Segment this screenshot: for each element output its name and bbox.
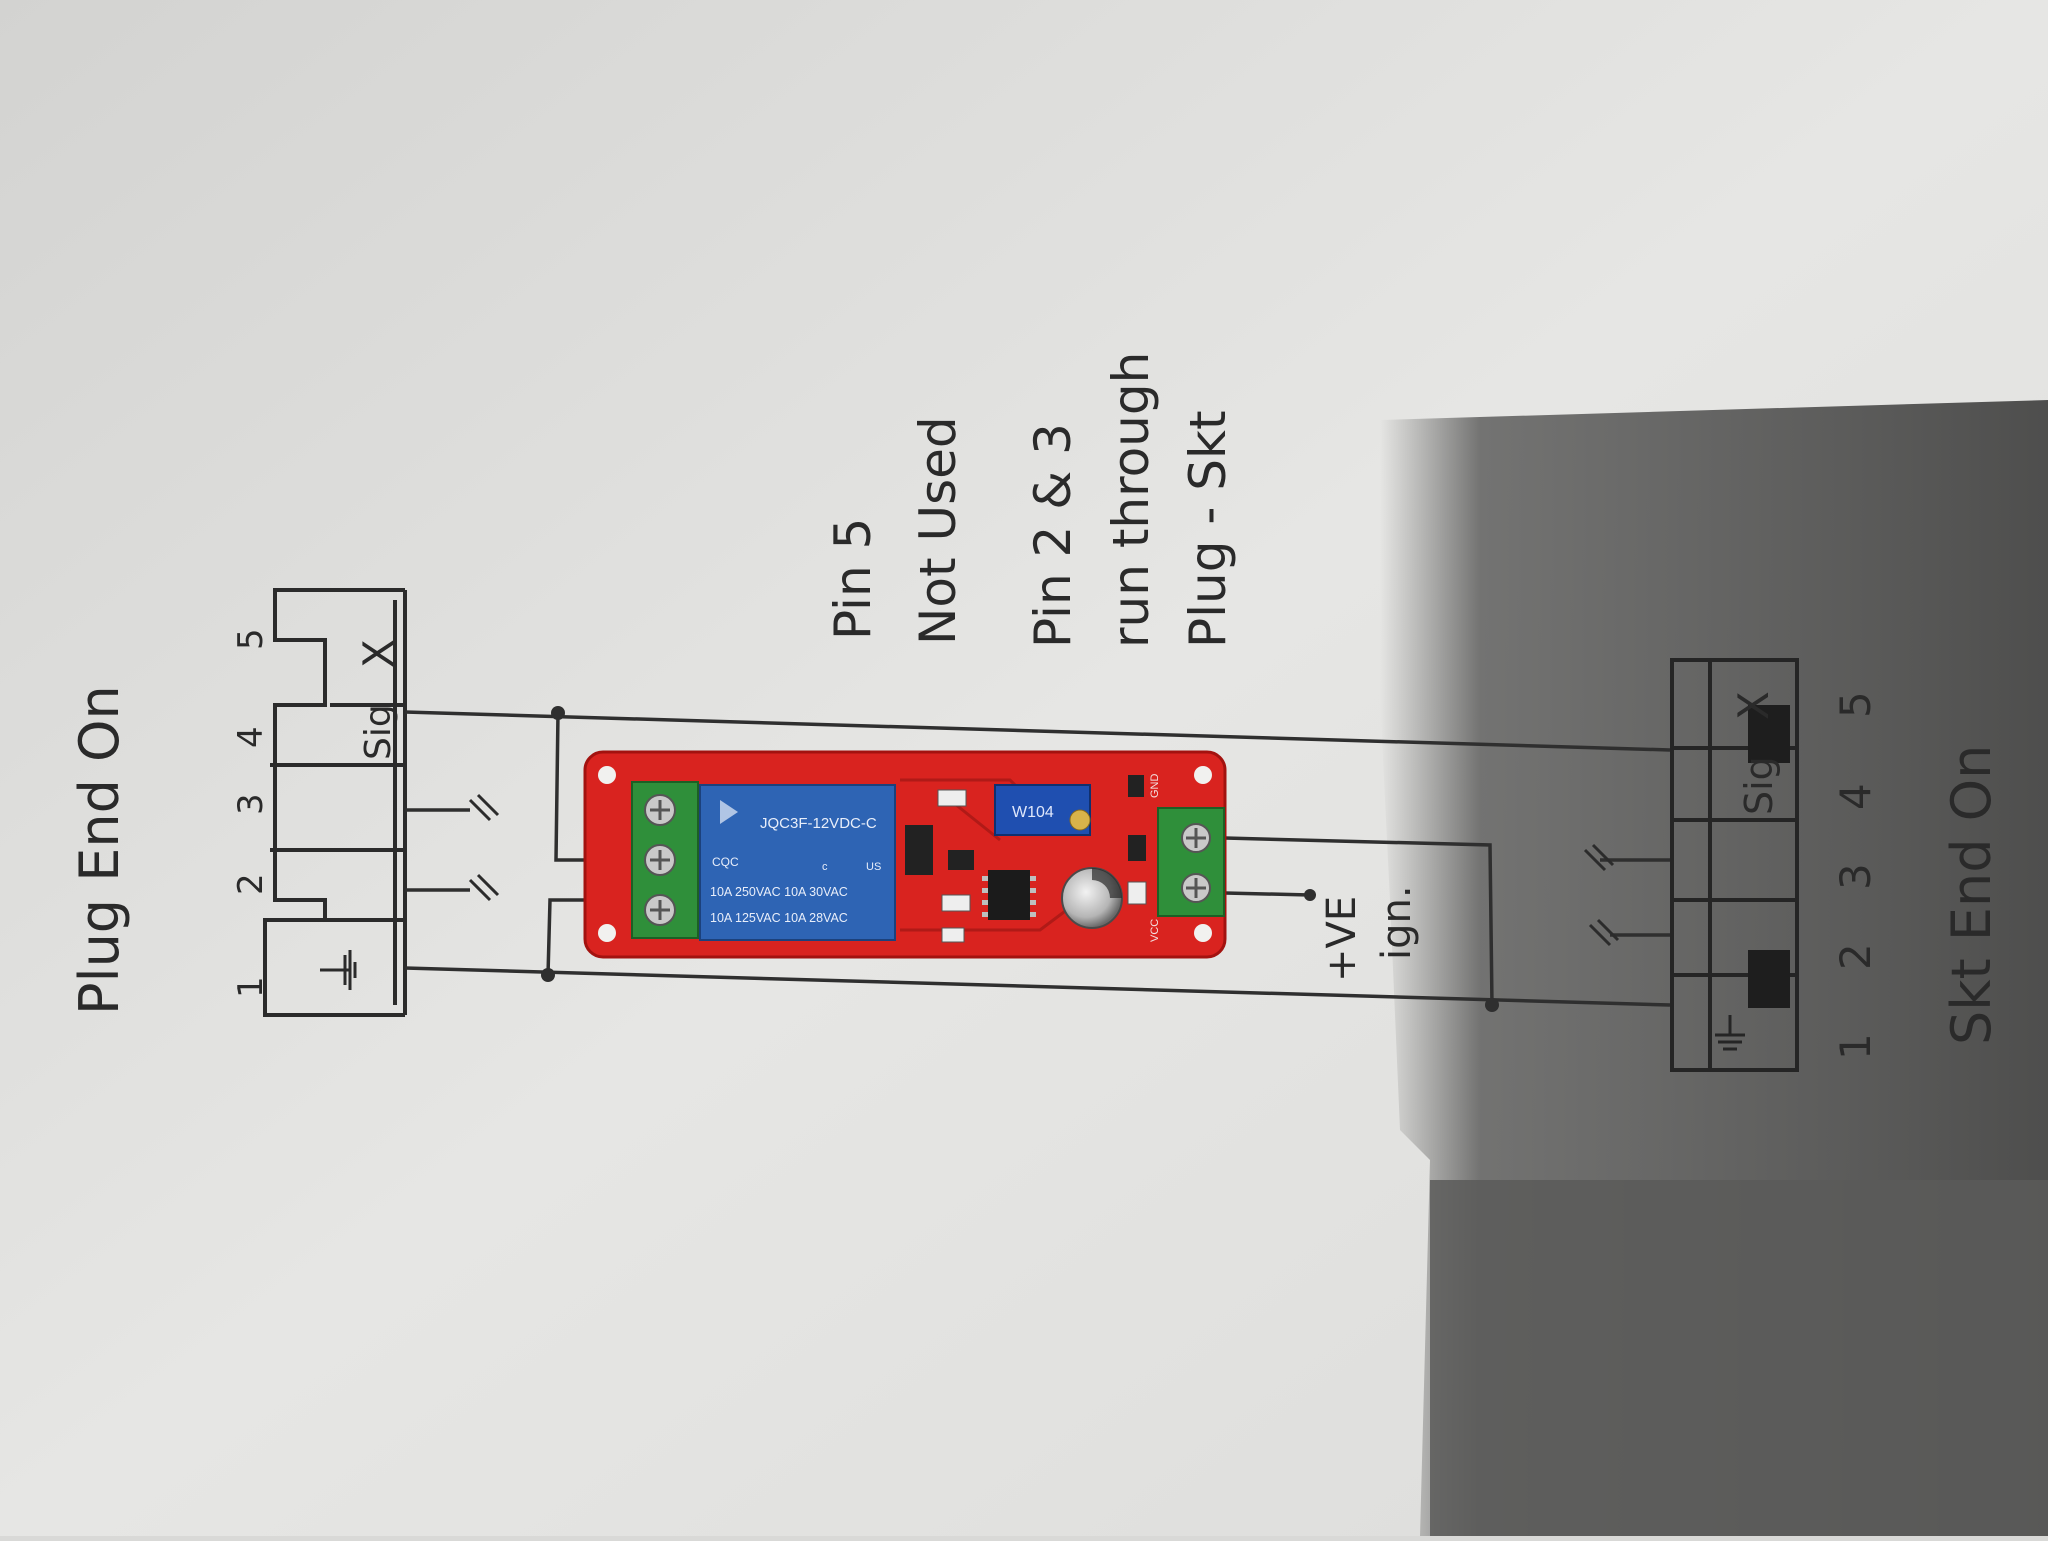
vcc-label: VCC	[1149, 919, 1161, 942]
plug-pin-3: 3	[231, 793, 271, 815]
relay-board: JQC3F-12VDC-C CQC c US 10A 250VAC 10A 30…	[583, 750, 1227, 959]
timer-ic	[988, 870, 1030, 920]
note-pins-line3: Plug - Skt	[1179, 410, 1237, 648]
smd-part	[1127, 881, 1147, 905]
note-pins-line1: Pin 2 & 3	[1024, 423, 1082, 648]
wire-break-marks	[468, 793, 1620, 947]
pot-screw-icon	[1069, 809, 1091, 831]
socket-ground-icon	[1715, 1015, 1745, 1051]
screw-icon	[644, 794, 676, 926]
note-pin5-line2: Not Used	[909, 416, 967, 645]
plug-pin-1: 1	[231, 976, 271, 998]
plug-ground-icon	[320, 950, 357, 990]
smd-resistor	[941, 894, 971, 912]
note-pin5-line1: Pin 5	[824, 518, 882, 640]
socket-pin-5-pad	[1748, 705, 1790, 763]
relay-model: JQC3F-12VDC-C	[760, 815, 877, 832]
transistor	[948, 850, 974, 870]
wire-junctions	[541, 706, 1499, 1012]
socket-pin-4: 4	[1831, 783, 1880, 810]
relay-cert-us: US	[866, 861, 881, 873]
smd-led	[937, 789, 967, 807]
ve-label-line1: +VE	[1319, 896, 1365, 982]
gnd-label: GND	[1149, 774, 1161, 799]
relay-cert-c: c	[822, 861, 828, 873]
socket-sig-label: Sig	[1737, 756, 1781, 815]
socket-pin-2: 2	[1831, 943, 1880, 970]
plug-connector	[263, 588, 407, 1017]
mount-hole	[598, 924, 616, 942]
plug-pin-2: 2	[231, 873, 271, 895]
plug-sig-label: Sig	[358, 704, 399, 760]
diode	[1128, 835, 1146, 861]
plug-pin-5: 5	[231, 628, 271, 650]
relay-rating-1: 10A 250VAC 10A 30VAC	[710, 885, 848, 899]
note-pins-line2: run through	[1102, 352, 1160, 648]
mount-hole	[1194, 766, 1212, 784]
capacitor-stripe	[1092, 868, 1122, 898]
smd-resistor	[941, 927, 965, 943]
socket-connector	[1670, 658, 1799, 1072]
shadow-lower	[1430, 1180, 2048, 1536]
notes: Pin 5 Not Used Pin 2 & 3 run through Plu…	[824, 352, 1237, 648]
relay-rating-2: 10A 125VAC 10A 28VAC	[710, 911, 848, 925]
plug-caption: Plug End On	[68, 685, 131, 1015]
plug-pin-numbers: 1 2 3 4 5	[231, 628, 271, 998]
socket-pin-1-pad	[1748, 950, 1790, 1008]
socket-pin-5: 5	[1831, 691, 1880, 718]
relay-logo-icon	[720, 800, 738, 824]
plug-pin-4: 4	[231, 726, 271, 748]
socket-pin-numbers: 1 2 3 4 5	[1831, 691, 1880, 1060]
smd-part	[1128, 775, 1144, 797]
ve-label-line2: ign.	[1374, 885, 1420, 960]
mount-hole	[598, 766, 616, 784]
socket-pin-3: 3	[1831, 863, 1880, 890]
socket-caption: Skt End On	[1940, 745, 2003, 1045]
mount-hole	[1194, 924, 1212, 942]
screw-icon	[1181, 823, 1211, 903]
socket-x-label: X	[1729, 691, 1778, 720]
jumper-header	[905, 825, 933, 875]
ic-pins	[982, 876, 1036, 917]
socket-pin-1: 1	[1831, 1033, 1880, 1060]
pot-label: W104	[1012, 804, 1054, 821]
relay-cert-cqc: CQC	[712, 855, 739, 869]
plug-x-label: X	[354, 639, 403, 668]
